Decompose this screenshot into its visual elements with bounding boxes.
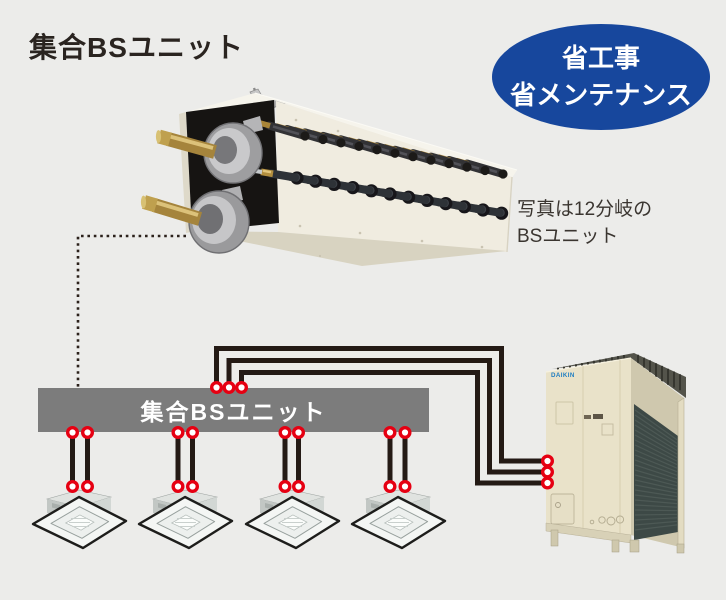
outdoor-top-grille: [552, 353, 686, 398]
indoor-unit-4: [350, 488, 447, 550]
photo-caption-line2: BSユニット: [517, 226, 619, 247]
outdoor-front-details: [550, 360, 625, 533]
main-connector-upper: [155, 116, 263, 184]
outdoor-top-grille-slats: [557, 354, 681, 391]
bs-box-label: 集合BSユニット: [140, 399, 327, 425]
indoor-units: [31, 488, 447, 550]
page-title: 集合BSユニット: [29, 32, 244, 63]
bs-unit-photo: [140, 87, 518, 266]
badge-line1: 省工事: [561, 43, 640, 73]
outdoor-feet: [550, 529, 685, 554]
badge-line2: 省メンテナンス: [510, 80, 692, 110]
indoor-unit-1: [31, 488, 128, 550]
outdoor-grille-fins: [634, 409, 678, 531]
photo-caption: 写真は12分岐の BSユニット: [517, 196, 652, 250]
indoor-refrigerant-lines: [70, 432, 408, 487]
indoor-unit-2: [137, 488, 234, 550]
bs-box: [38, 388, 429, 432]
outdoor-corner-post: [677, 397, 685, 549]
feature-badge: 省工事 省メンテナンス: [492, 24, 710, 130]
indoor-unit-3: [244, 488, 341, 550]
photo-caption-line1: 写真は12分岐の: [517, 199, 653, 220]
outdoor-refrigerant-lines: [214, 346, 545, 486]
outdoor-unit: DAIKIN: [545, 353, 686, 554]
reference-dotted-line: [76, 234, 186, 387]
outdoor-brand-logo: DAIKIN: [551, 372, 575, 379]
main-connector-lower: [140, 186, 250, 254]
unit-bottom-face: [190, 231, 507, 266]
